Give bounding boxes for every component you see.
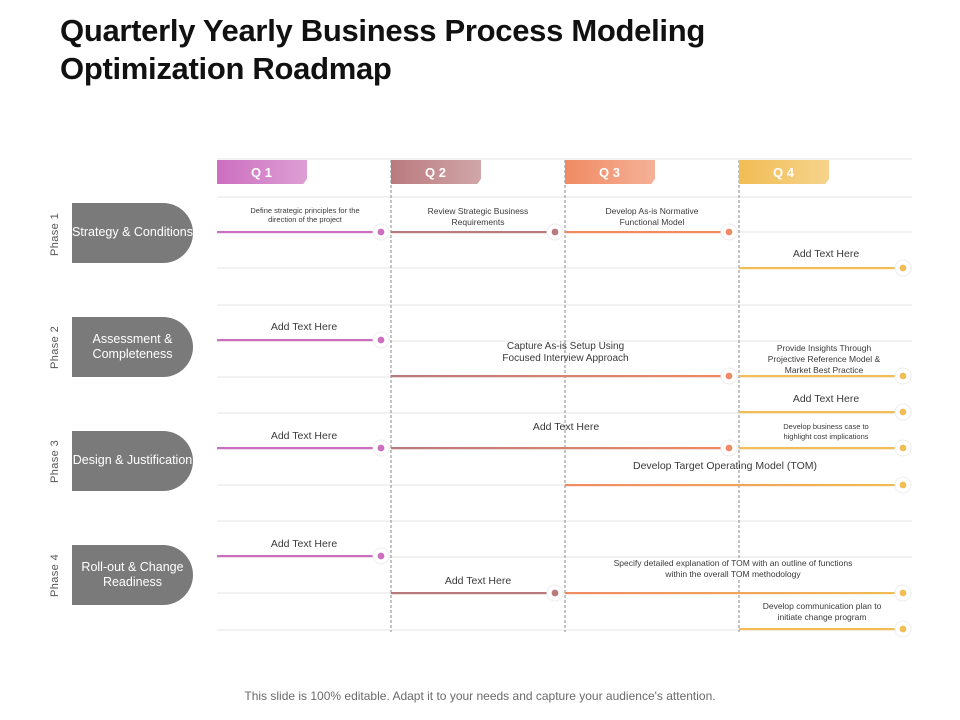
task-text: Add Text Here (444, 575, 512, 587)
quarter-label: Q 1 (251, 164, 272, 180)
task-text: Develop As-is Normative Functional Model (605, 206, 699, 227)
phase-label: Phase 3 (49, 439, 61, 483)
task-bar (391, 375, 729, 378)
task-bar (565, 231, 729, 234)
task-bar (565, 592, 903, 595)
task-text: Provide Insights Through Projective Refe… (767, 343, 881, 375)
milestone-dot (377, 444, 385, 452)
quarter-label: Q 3 (599, 164, 620, 180)
task-bar (391, 231, 555, 234)
milestone-dot (899, 264, 907, 272)
task-text: Review Strategic Business Requirements (427, 206, 529, 227)
milestone-dot (899, 481, 907, 489)
task-bar (217, 555, 381, 558)
task-text: Develop business case to highlight cost … (783, 422, 869, 441)
phase-label: Phase 1 (49, 212, 61, 256)
milestone-dot (725, 228, 733, 236)
task-text: Add Text Here (270, 321, 338, 333)
phase-pill-assessment: Assessment & Completeness (72, 317, 193, 377)
task-text: Develop communication plan to initiate c… (762, 601, 882, 622)
task-text: Develop Target Operating Model (TOM) (632, 460, 818, 472)
task-text: Capture As-is Setup Using Focused Interv… (502, 341, 629, 364)
task-text: Add Text Here (532, 421, 600, 433)
task-bar (739, 375, 903, 378)
phase-pill-strategy: Strategy & Conditions (72, 203, 193, 263)
quarter-label: Q 4 (773, 164, 794, 180)
milestone-dot (899, 444, 907, 452)
task-bar (391, 447, 729, 450)
milestone-dot (377, 552, 385, 560)
task-bar (739, 447, 903, 450)
task-bar (217, 231, 381, 234)
task-bar (565, 484, 903, 487)
milestone-dot (899, 589, 907, 597)
page-title: Quarterly Yearly Business Process Modeli… (60, 13, 706, 86)
phase-label: Phase 4 (49, 553, 61, 597)
quarter-tab-q1: Q 1 (217, 160, 307, 184)
milestone-dot (377, 228, 385, 236)
phase-pill-design: Design & Justification (72, 431, 193, 491)
task-text: Define strategic principles for the dire… (250, 206, 360, 224)
task-text: Add Text Here (792, 393, 860, 405)
milestone-dot (551, 228, 559, 236)
quarter-tab-q2: Q 2 (391, 160, 481, 184)
task-text: Add Text Here (792, 248, 860, 260)
footer-note: This slide is 100% editable. Adapt it to… (244, 689, 716, 703)
task-bar (739, 411, 903, 414)
phase-label: Phase 2 (49, 325, 61, 369)
task-text: Add Text Here (270, 430, 338, 442)
milestone-dot (899, 372, 907, 380)
milestone-dot (899, 408, 907, 416)
task-bar (739, 628, 903, 631)
milestone-dot (377, 336, 385, 344)
task-bar (391, 592, 555, 595)
milestone-dot (725, 372, 733, 380)
task-bar (217, 339, 381, 342)
phase-pill-rollout: Roll-out & Change Readiness (72, 545, 193, 605)
task-text: Add Text Here (270, 538, 338, 550)
task-bar (217, 447, 381, 450)
milestone-dot (899, 625, 907, 633)
quarter-label: Q 2 (425, 164, 446, 180)
quarter-tab-q3: Q 3 (565, 160, 655, 184)
milestone-dot (725, 444, 733, 452)
milestone-dot (551, 589, 559, 597)
task-bar (739, 267, 903, 270)
quarter-tab-q4: Q 4 (739, 160, 829, 184)
task-text: Specify detailed explanation of TOM with… (608, 558, 858, 580)
